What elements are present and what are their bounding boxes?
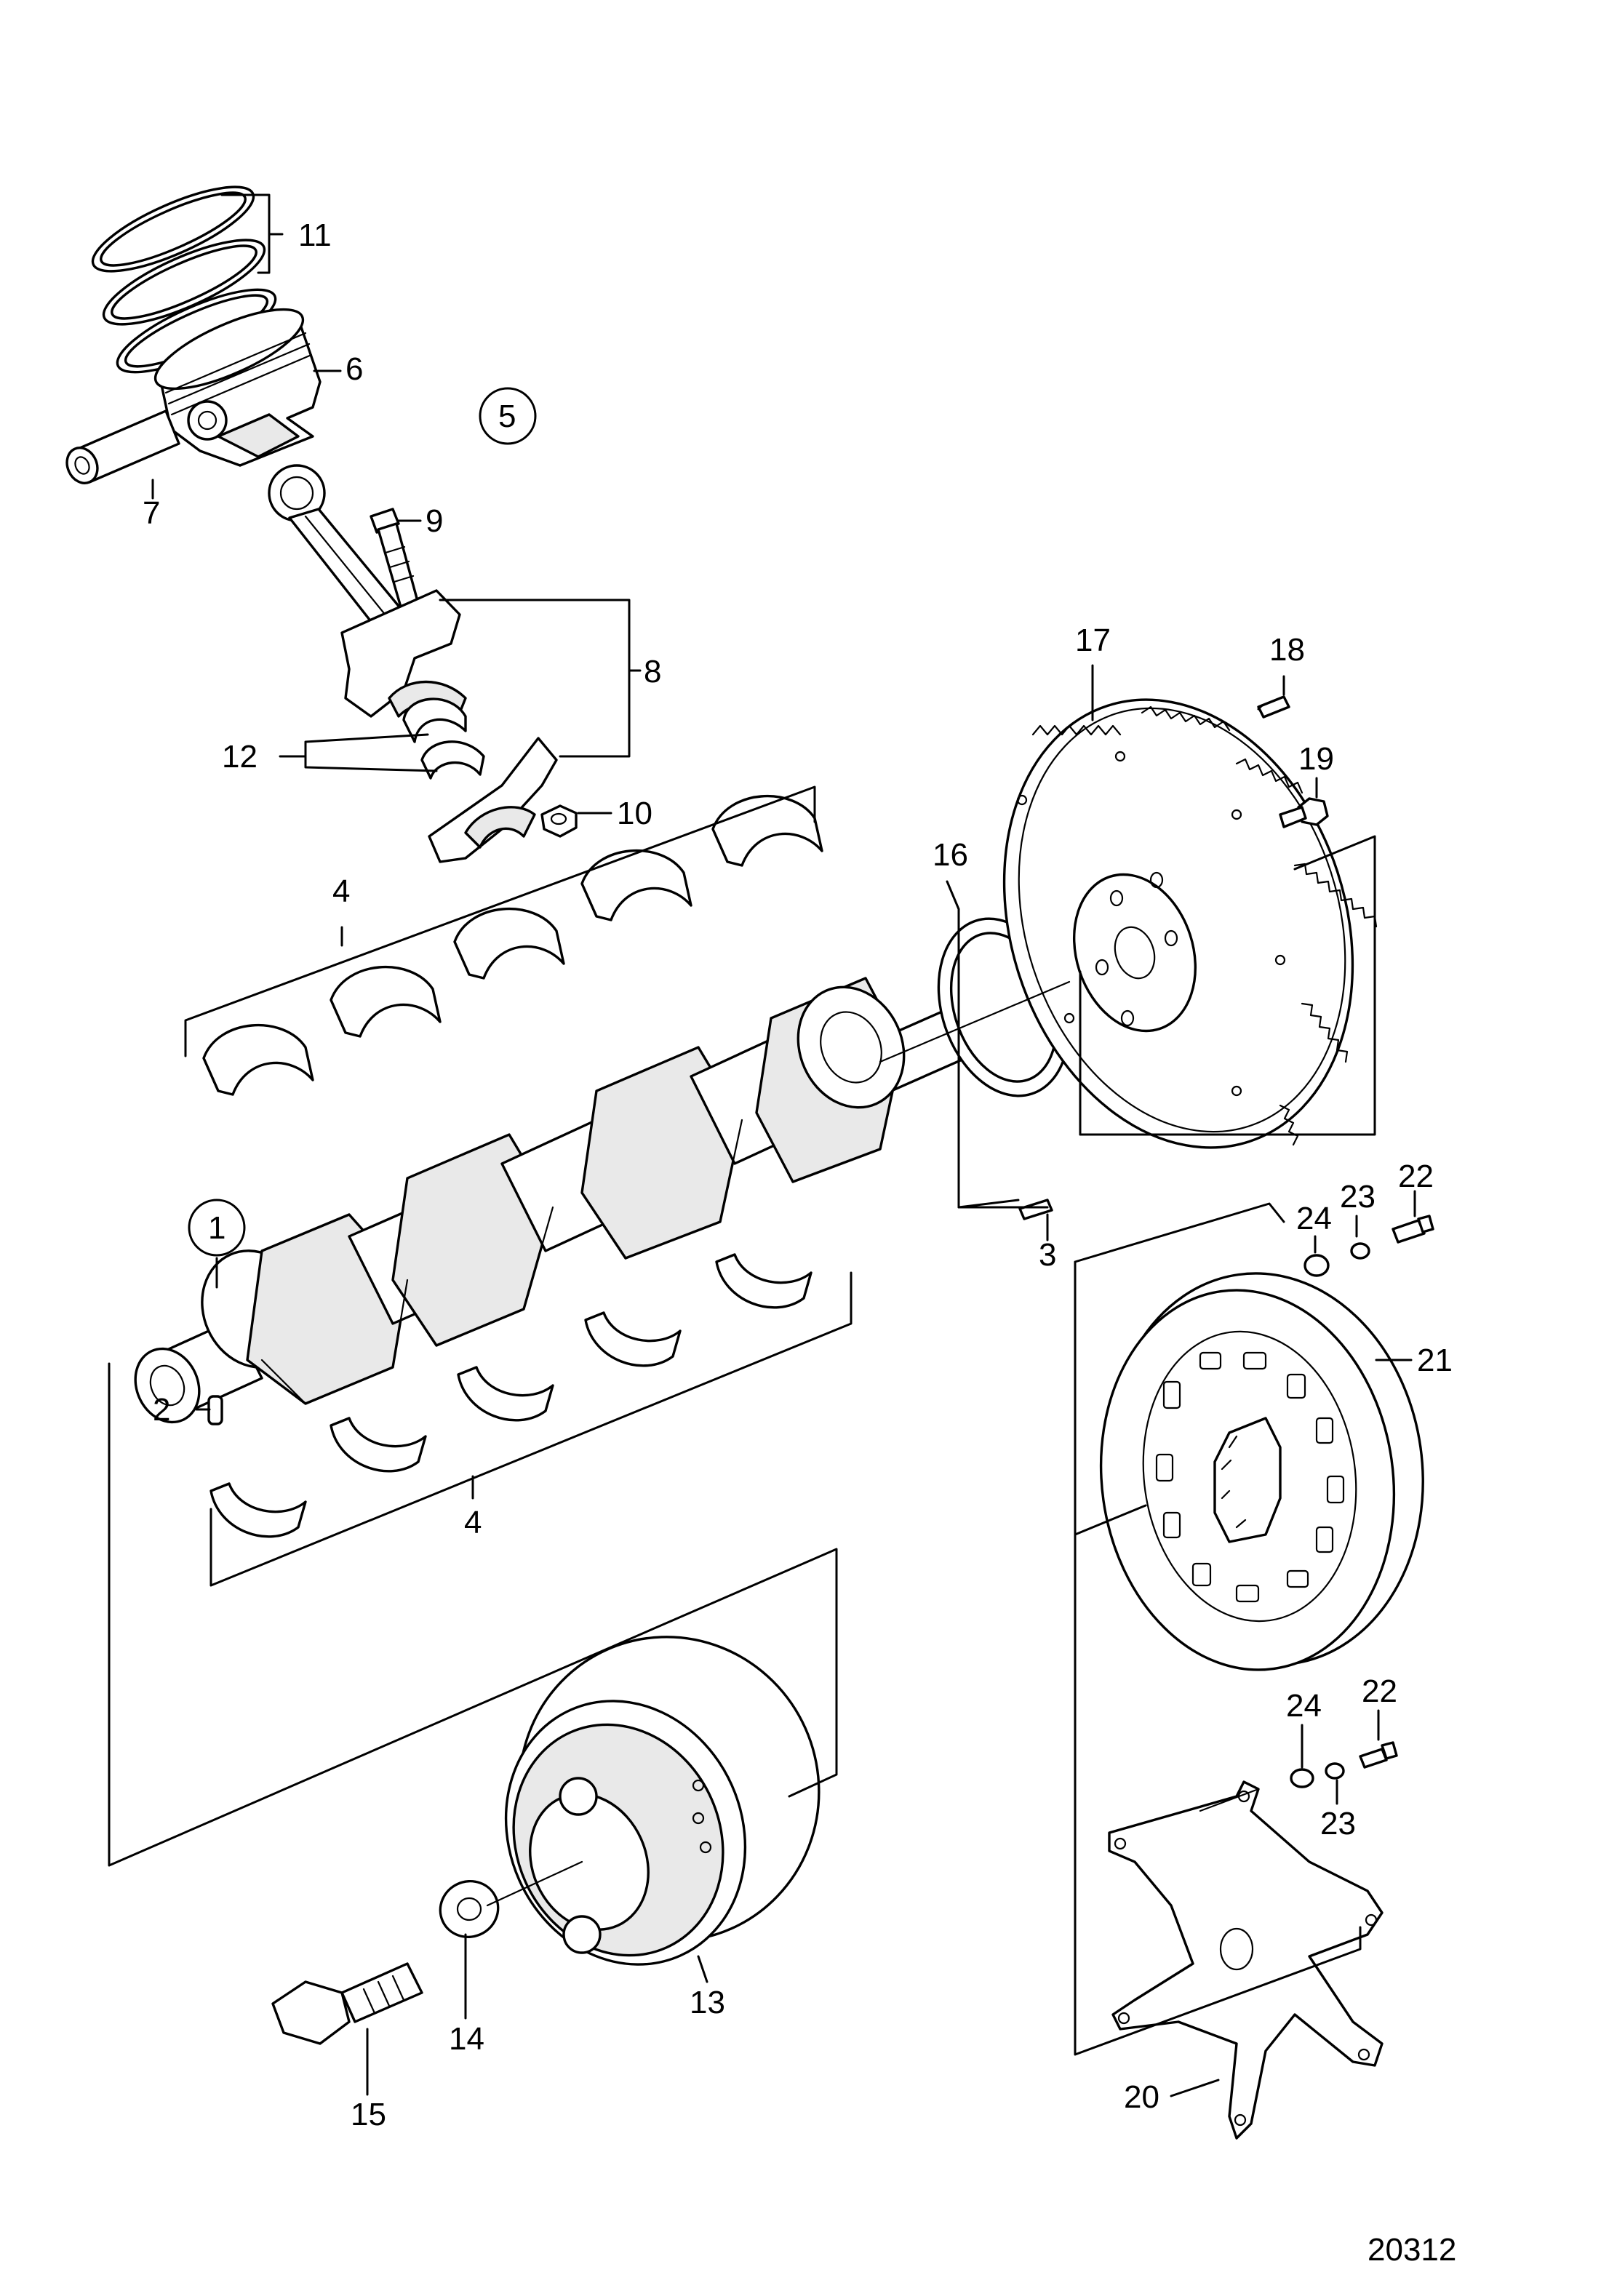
callout-12: 12 — [222, 739, 257, 775]
callout-2: 2 — [153, 1392, 170, 1428]
callout-22-top: 22 — [1398, 1159, 1434, 1194]
guide-pin — [1018, 1199, 1053, 1220]
callout-17: 17 — [1075, 623, 1111, 658]
callout-8: 8 — [644, 654, 661, 689]
callout-18: 18 — [1269, 632, 1305, 668]
callout-labels: 11 6 5 7 9 8 12 10 4 1 2 4 16 17 18 19 3… — [143, 217, 1456, 2268]
callout-24-top: 24 — [1296, 1201, 1332, 1236]
callout-6: 6 — [346, 351, 363, 387]
callout-15: 15 — [351, 2097, 386, 2132]
vibration-damper — [504, 1636, 821, 1966]
callout-23-top: 23 — [1340, 1179, 1376, 1215]
connecting-rod — [268, 464, 467, 718]
callout-19: 19 — [1298, 741, 1334, 777]
callout-1: 1 — [208, 1210, 225, 1246]
big-end-bearing-shells — [402, 697, 485, 780]
flywheel-ring-gear-teeth — [1031, 705, 1378, 1146]
rod-nut — [540, 804, 578, 838]
damper-bolt — [271, 1962, 423, 2045]
callout-4-bottom: 4 — [464, 1505, 482, 1540]
flywheel-pin — [1257, 695, 1290, 719]
callout-11: 11 — [298, 217, 332, 253]
callout-5-circle — [479, 387, 537, 445]
dowel-pin — [207, 1395, 223, 1425]
callout-24-bottom: 24 — [1286, 1688, 1322, 1724]
flywheel-bolt — [1279, 797, 1329, 828]
callout-14: 14 — [449, 2021, 484, 2057]
callout-4-top: 4 — [332, 873, 350, 909]
main-bearing-shells-lower — [209, 1253, 813, 1538]
piston — [153, 308, 322, 467]
figure-id: 20312 — [1368, 2232, 1456, 2268]
callout-16: 16 — [933, 837, 968, 873]
flex-plate — [1108, 1780, 1384, 2140]
leader-lines — [108, 193, 1416, 2097]
flywheel — [1002, 698, 1354, 1149]
callout-13: 13 — [690, 1985, 725, 2020]
callout-5: 5 — [498, 399, 516, 434]
callout-20: 20 — [1124, 2079, 1159, 2115]
damper-plate-fasteners — [1303, 1215, 1434, 1277]
callout-1-circle — [188, 1199, 246, 1257]
piston-pin — [65, 409, 180, 484]
callout-21: 21 — [1417, 1343, 1453, 1378]
callout-3: 3 — [1039, 1237, 1056, 1273]
callout-7: 7 — [143, 495, 160, 531]
damper-plate — [1099, 1272, 1424, 1671]
rod-cap — [428, 737, 558, 863]
main-bearing-shells-upper — [202, 794, 823, 1096]
callout-23-bottom: 23 — [1320, 1806, 1356, 1841]
damper-springs — [1155, 1351, 1345, 1603]
flex-plate-fasteners — [1290, 1741, 1398, 1788]
washer — [439, 1879, 500, 1939]
callout-9: 9 — [426, 503, 443, 539]
callout-22-bottom: 22 — [1362, 1673, 1397, 1709]
callout-10: 10 — [617, 796, 652, 831]
